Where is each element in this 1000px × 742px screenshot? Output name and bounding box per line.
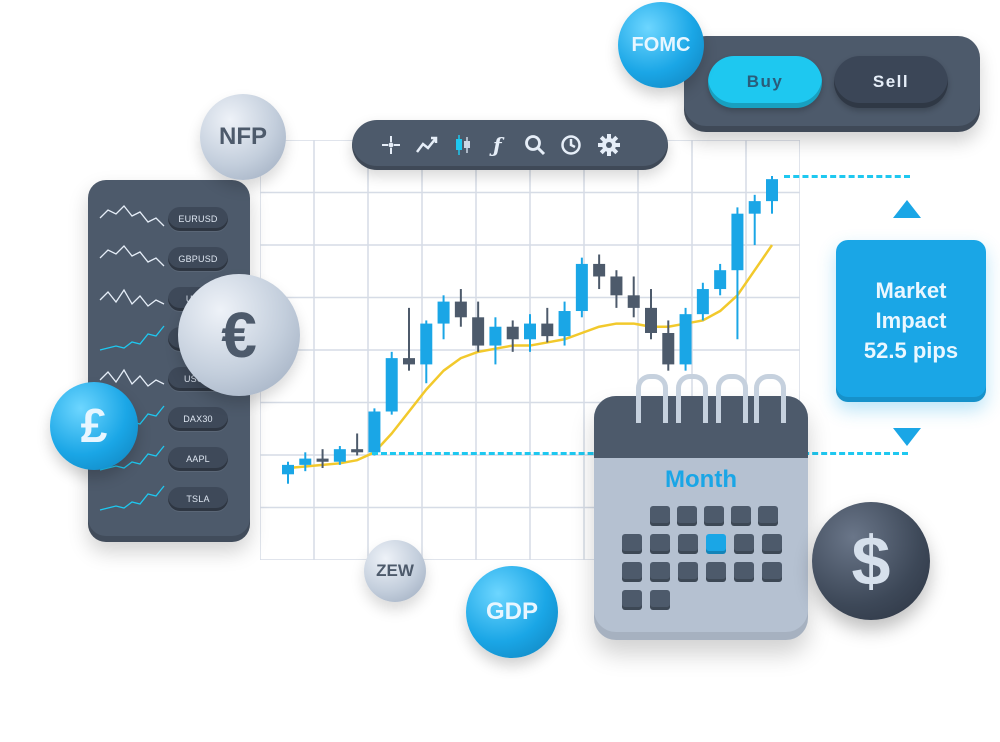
watchlist-item[interactable]: AAPL (88, 440, 250, 476)
candle-body (731, 213, 744, 271)
candle-body (662, 333, 675, 365)
candle-body (333, 449, 346, 462)
calendar-title: Month (665, 466, 737, 493)
watchlist-item[interactable]: EURUSD (88, 200, 250, 236)
calendar-day[interactable] (706, 534, 726, 554)
symbol-pill[interactable]: GBPUSD (168, 247, 228, 271)
impact-line-1: Market (875, 278, 947, 303)
fomc-bubble: FOMC (618, 2, 704, 88)
candle-body (454, 301, 467, 318)
watchlist-item[interactable]: GBPUSD (88, 240, 250, 276)
candle-body (351, 449, 364, 453)
arrow-up-icon (893, 200, 921, 218)
calendar-day[interactable] (734, 534, 754, 554)
candle-body (541, 323, 554, 337)
sparkline (99, 245, 165, 267)
target-line-top (784, 175, 910, 178)
candle-body (282, 464, 294, 475)
sparkline (99, 288, 165, 307)
zew-bubble: ZEW (364, 540, 426, 602)
symbol-pill[interactable]: DAX30 (168, 407, 228, 431)
dollar-coin-icon: $ (812, 502, 930, 620)
candle-body (524, 323, 536, 340)
candle-body (593, 263, 606, 277)
calendar-day[interactable] (650, 562, 670, 582)
symbol-pill[interactable]: AAPL (168, 447, 228, 471)
candle-body (368, 411, 381, 453)
symbol-pill[interactable]: EURUSD (168, 207, 228, 231)
trade-panel: Buy Sell (684, 36, 980, 132)
function-icon[interactable]: ƒ (486, 132, 512, 158)
watchlist-item[interactable]: TSLA (88, 480, 250, 516)
buy-button[interactable]: Buy (708, 56, 822, 108)
clock-icon[interactable] (558, 132, 584, 158)
calendar-ring (676, 374, 708, 423)
candle-body (506, 326, 519, 340)
calendar-header (594, 396, 808, 458)
calendar-day[interactable] (650, 506, 670, 526)
market-impact-card: Market Impact 52.5 pips (836, 240, 986, 402)
candle-body (645, 307, 657, 333)
candle-body (627, 295, 640, 308)
calendar-day[interactable] (650, 590, 670, 610)
gdp-bubble: GDP (466, 566, 558, 658)
candle-body (385, 358, 398, 412)
calendar-ring (716, 374, 748, 423)
candle-body (766, 179, 778, 202)
crosshair-icon[interactable] (378, 132, 404, 158)
symbol-pill[interactable]: TSLA (168, 487, 228, 511)
sparkline (99, 445, 165, 471)
candle-body (420, 323, 433, 365)
candle-body (748, 201, 761, 214)
sparkline (99, 205, 165, 227)
euro-coin-icon: € (178, 274, 300, 396)
calendar-day[interactable] (622, 534, 642, 554)
sparkline (99, 368, 165, 387)
calendar-widget: Month (594, 396, 808, 640)
nfp-bubble: NFP (200, 94, 286, 180)
search-icon[interactable] (522, 132, 548, 158)
gear-icon[interactable] (596, 132, 622, 158)
candle-body (299, 458, 312, 465)
candle-body (696, 289, 709, 315)
candle-body (437, 301, 450, 324)
candle-body (316, 458, 329, 462)
candle-body (489, 326, 502, 346)
candle-body (575, 263, 588, 312)
impact-value: 52.5 pips (863, 338, 959, 363)
calendar-day[interactable] (734, 562, 754, 582)
pound-coin-icon: £ (50, 382, 138, 470)
sell-button[interactable]: Sell (834, 56, 948, 108)
arrow-down-icon (893, 428, 921, 446)
calendar-day[interactable] (678, 562, 698, 582)
calendar-day[interactable] (704, 506, 724, 526)
calendar-day[interactable] (677, 506, 697, 526)
candle-body (472, 317, 485, 346)
candles-icon[interactable] (450, 132, 476, 158)
sparkline (99, 325, 165, 351)
sparkline (99, 485, 165, 511)
svg-text:ƒ: ƒ (489, 134, 505, 156)
calendar-day[interactable] (762, 562, 782, 582)
calendar-day[interactable] (762, 534, 782, 554)
calendar-day[interactable] (678, 534, 698, 554)
calendar-ring (636, 374, 668, 423)
calendar-day[interactable] (758, 506, 778, 526)
candle-body (714, 270, 727, 290)
calendar-day[interactable] (622, 590, 642, 610)
candle-body (558, 311, 571, 337)
candle-body (679, 314, 692, 365)
calendar-day[interactable] (731, 506, 751, 526)
calendar-day[interactable] (622, 562, 642, 582)
calendar-ring (754, 374, 786, 423)
impact-line-2: Impact (875, 308, 947, 333)
calendar-day[interactable] (650, 534, 670, 554)
candle-body (403, 358, 415, 365)
candles-layer (282, 176, 778, 484)
calendar-day[interactable] (706, 562, 726, 582)
candle-body (610, 276, 623, 296)
trend-line-icon[interactable] (414, 132, 440, 158)
chart-toolbar: ƒ (352, 120, 668, 170)
